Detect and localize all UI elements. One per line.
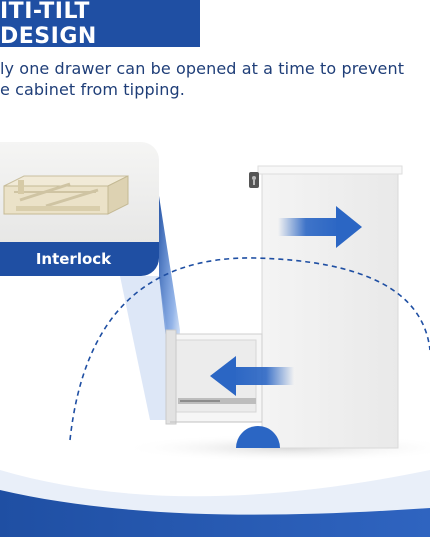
description-line-2: e cabinet from tipping. — [0, 80, 185, 99]
pivot-marker — [236, 426, 280, 448]
interlock-bracket-icon — [3, 175, 129, 215]
page-title: ITI-TILT DESIGN — [0, 0, 97, 49]
tilt-arc — [69, 257, 430, 441]
interlock-label: Interlock — [0, 242, 159, 276]
description-line-1: ly one drawer can be opened at a time to… — [0, 59, 405, 78]
interlock-callout: Interlock — [0, 142, 159, 276]
description: ly one drawer can be opened at a time to… — [0, 58, 430, 100]
filing-cabinet — [165, 165, 403, 449]
arrow-right-icon — [278, 206, 362, 248]
title-banner: ITI-TILT DESIGN — [0, 0, 200, 49]
lock-icon — [249, 172, 259, 188]
arrow-left-icon — [210, 356, 294, 396]
bottom-wave — [0, 490, 430, 537]
interlock-image — [0, 142, 159, 242]
